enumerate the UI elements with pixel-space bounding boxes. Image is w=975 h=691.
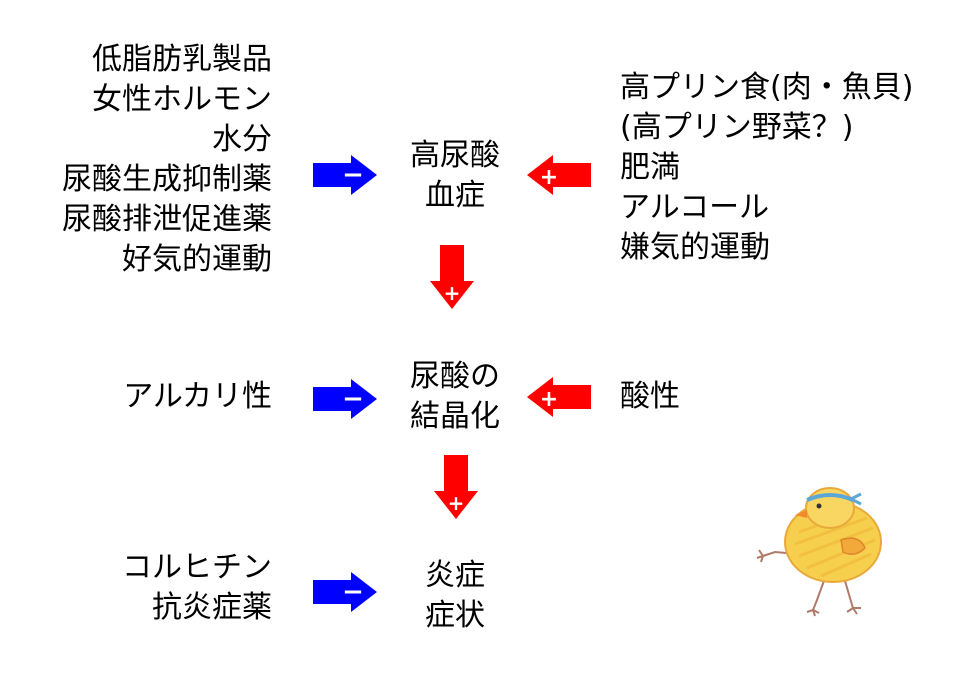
promoter-item: 肥満 (620, 150, 680, 185)
node-label-line: 尿酸の (410, 359, 500, 394)
inhibitor-item: 水分 (212, 122, 272, 157)
inhibitor-item: 好気的運動 (122, 242, 272, 277)
promoter-item: 高プリン食(肉・魚貝) (620, 70, 914, 105)
node-label-line: 血症 (425, 178, 485, 213)
inhibitor-item: 女性ホルモン (92, 82, 272, 117)
chick-drawing-icon (756, 487, 882, 617)
node-hyperuricemia: 高尿酸 血症 (385, 136, 525, 216)
promoter-item: アルコール (620, 190, 770, 225)
inhibit-arrow-top: − (313, 155, 377, 195)
node-label-line: 症状 (425, 598, 485, 633)
inhibitor-item: 低脂肪乳製品 (92, 42, 272, 77)
inhibitor-item: 抗炎症薬 (152, 590, 272, 625)
promoter-item: 酸性 (620, 379, 680, 414)
minus-sign-icon: − (342, 577, 364, 607)
inhibit-arrow-middle: − (313, 379, 377, 419)
inhibitors-inflammation-list: コルヒチン 抗炎症薬 (122, 548, 272, 628)
minus-sign-icon: − (342, 384, 364, 414)
node-label-line: 結晶化 (410, 399, 500, 434)
node-label-line: 炎症 (425, 558, 485, 593)
promote-arrow-down-2: + (434, 455, 478, 519)
plus-sign-icon: + (448, 491, 465, 515)
inhibitor-item: 尿酸排泄促進薬 (62, 202, 272, 237)
plus-sign-icon: + (540, 165, 558, 190)
inhibitors-hyperuricemia-list: 低脂肪乳製品 女性ホルモン 水分 尿酸生成抑制薬 尿酸排泄促進薬 好気的運動 (62, 40, 272, 280)
inhibitors-crystallization-list: アルカリ性 (123, 377, 272, 417)
inhibit-arrow-bottom: − (313, 572, 377, 612)
plus-sign-icon: + (540, 387, 558, 412)
promote-arrow-down-1: + (430, 245, 474, 309)
inhibitor-item: 尿酸生成抑制薬 (62, 162, 272, 197)
promoter-item: 嫌気的運動 (620, 230, 770, 265)
promote-arrow-top: + (527, 155, 591, 195)
inhibitor-item: アルカリ性 (123, 379, 272, 414)
promoter-item: (高プリン野菜？) (620, 110, 854, 145)
node-inflammation: 炎症 症状 (385, 556, 525, 636)
promoters-hyperuricemia-list: 高プリン食(肉・魚貝) (高プリン野菜？) 肥満 アルコール 嫌気的運動 (620, 68, 913, 268)
minus-sign-icon: − (342, 160, 364, 190)
plus-sign-icon: + (444, 281, 461, 305)
node-urate-crystallization: 尿酸の 結晶化 (385, 357, 525, 437)
inhibitor-item: コルヒチン (122, 550, 272, 585)
promoters-crystallization-list: 酸性 (620, 377, 680, 417)
promote-arrow-middle: + (527, 377, 591, 417)
node-label-line: 高尿酸 (410, 138, 500, 173)
